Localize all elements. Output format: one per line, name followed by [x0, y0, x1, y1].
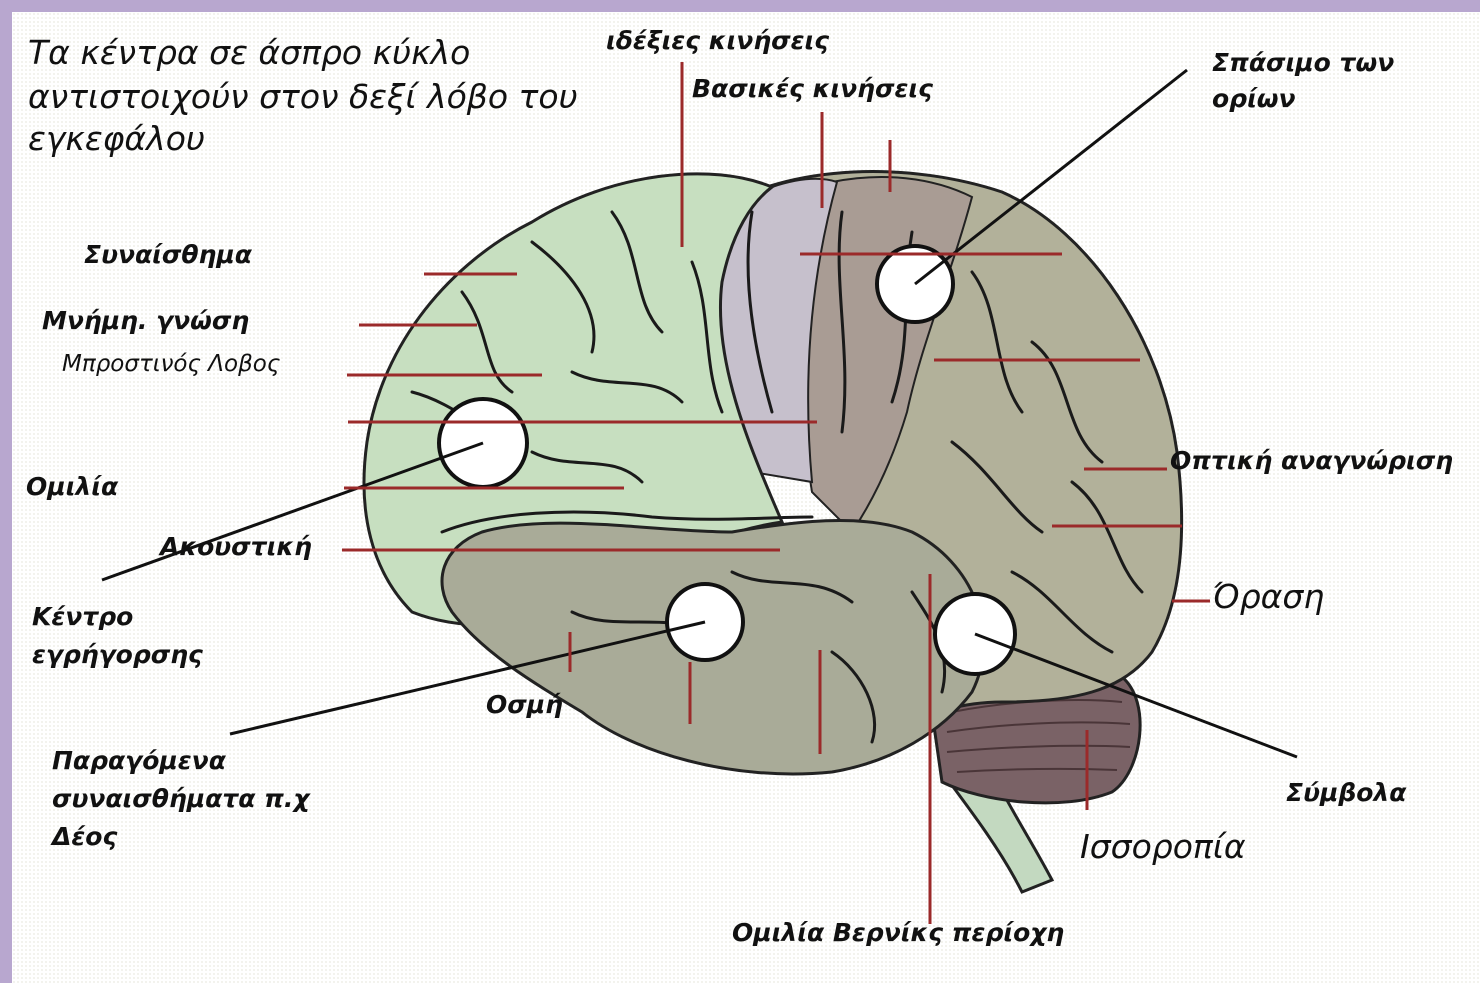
- label-emotion: Συναίσθημα: [84, 238, 252, 272]
- label-dexterous-movements: ιδέξιες κινήσεις: [606, 24, 829, 58]
- note-line-1: Τα κέντρα σε άσπρο κύκλο: [28, 34, 470, 72]
- label-derived-line-3: Δέος: [52, 820, 117, 854]
- label-derived-line-2: συναισθήματα π.χ: [52, 782, 310, 816]
- label-frontal-lobe: Μπροστινός Λοβος: [62, 347, 280, 381]
- note-line-3: εγκεφάλου: [28, 120, 205, 158]
- label-alertness-line-1: Κέντρο: [32, 600, 133, 634]
- label-boundaries-line-2: ορίων: [1212, 82, 1296, 116]
- label-speech: Ομιλία: [26, 470, 118, 504]
- note-line-2: αντιστοιχούν στον δεξί λόβο του: [28, 78, 578, 116]
- diagram-frame: Τα κέντρα σε άσπρο κύκλο αντιστοιχούν στ…: [12, 12, 1480, 983]
- label-visual-recognition: Οπτική αναγνώριση: [1170, 444, 1453, 478]
- brain-diagram: [12, 12, 1480, 983]
- label-hearing: Ακουστική: [160, 530, 312, 564]
- label-boundaries-line-1: Σπάσιμο των: [1212, 46, 1394, 80]
- label-memory-knowledge: Μνήμη. γνώση: [42, 304, 249, 338]
- label-smell: Οσμή: [486, 688, 563, 722]
- label-symbols: Σύμβολα: [1286, 776, 1406, 810]
- label-wernicke: Ομιλία Βερνίκς περίοχη: [732, 916, 1064, 950]
- label-alertness-line-2: εγρήγορσης: [32, 638, 203, 672]
- label-vision: Όραση: [1212, 578, 1324, 616]
- label-balance: Ισσοροπία: [1080, 828, 1246, 866]
- label-basic-movements: Βασικές κινήσεις: [692, 72, 933, 106]
- label-derived-line-1: Παραγόμενα: [52, 744, 226, 778]
